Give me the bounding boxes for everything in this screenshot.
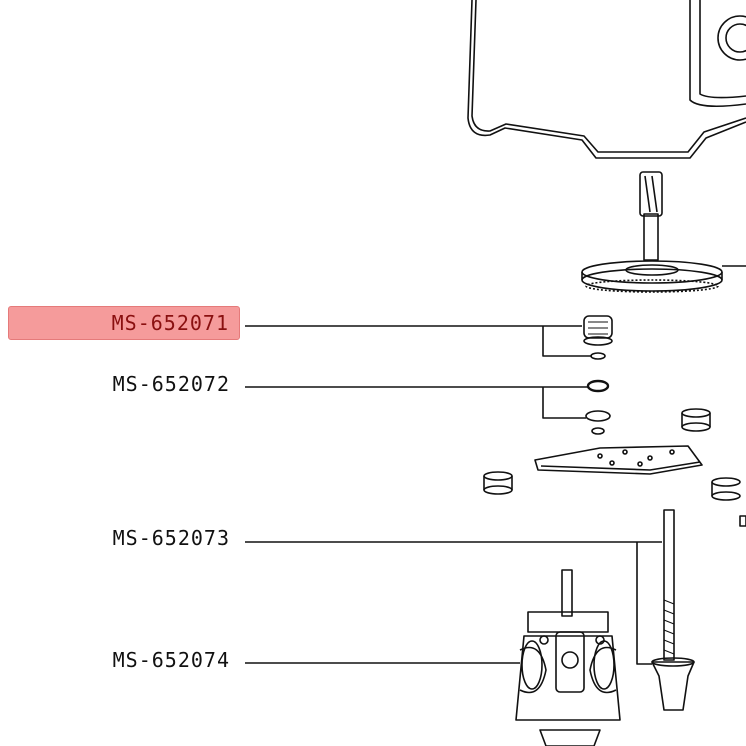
leader-lines: [245, 325, 662, 665]
long-shaft-drawing: [651, 509, 695, 711]
plate-drawing: [534, 445, 703, 475]
part-label-ms-652074[interactable]: MS-652074: [112, 648, 230, 672]
bushings-drawing: [483, 408, 746, 527]
part-label-ms-652072[interactable]: MS-652072: [112, 372, 230, 396]
gear-shaft-drawing: [581, 171, 746, 293]
pinion-drawing: [583, 315, 613, 360]
part-label-ms-652071[interactable]: MS-652071: [8, 306, 240, 340]
part-label-ms-652073[interactable]: MS-652073: [112, 526, 230, 550]
housing-drawing: [467, 0, 746, 159]
ring-washers-drawing: [585, 379, 611, 435]
motor-drawing: [515, 569, 621, 746]
